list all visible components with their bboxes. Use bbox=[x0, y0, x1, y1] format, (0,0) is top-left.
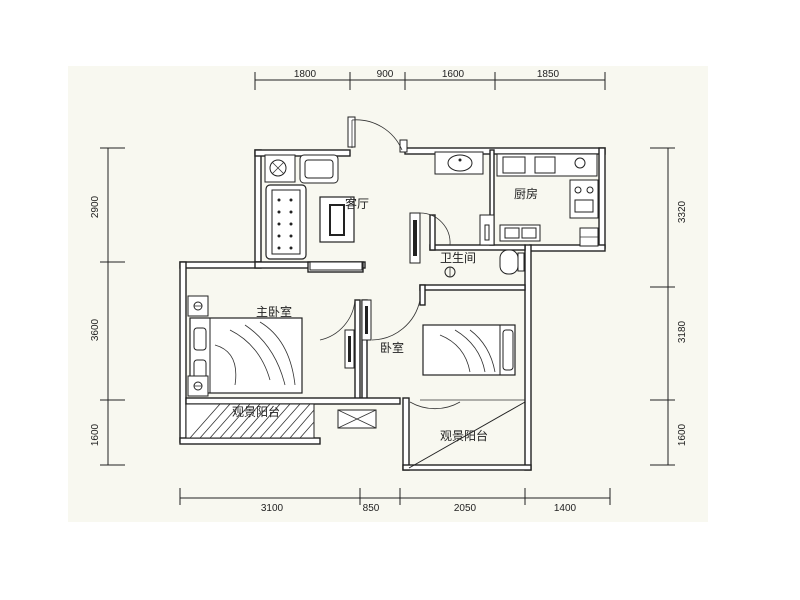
kitchen-counter bbox=[496, 153, 598, 177]
armchair-left bbox=[264, 154, 296, 183]
balcony-window bbox=[337, 409, 377, 429]
master-bed bbox=[189, 317, 303, 394]
label-kitchen: 厨房 bbox=[514, 186, 538, 201]
sofa bbox=[265, 184, 307, 260]
dim-right-2: 3180 bbox=[677, 320, 688, 343]
label-living-room: 客厅 bbox=[345, 196, 369, 211]
dim-bottom-1: 3100 bbox=[261, 503, 284, 514]
nightstand-master-top bbox=[187, 295, 209, 317]
dimension-bottom: 3100 850 2050 1400 bbox=[179, 488, 611, 514]
label-bathroom: 卫生间 bbox=[440, 251, 476, 265]
door-entrance bbox=[351, 119, 403, 151]
drawing-paper bbox=[68, 66, 708, 522]
outer-walls bbox=[179, 116, 606, 471]
dim-left-2: 3600 bbox=[90, 318, 101, 341]
label-balcony-right: 观景阳台 bbox=[440, 428, 488, 443]
kitchen-fridge bbox=[579, 227, 599, 247]
dim-left-1: 2900 bbox=[90, 195, 101, 218]
kitchen-stove bbox=[569, 179, 599, 219]
tv-cabinet bbox=[309, 261, 363, 271]
water-heater bbox=[479, 214, 495, 246]
armchair-top bbox=[299, 154, 339, 184]
dimension-top: 1800 900 1600 1850 bbox=[254, 69, 606, 90]
nightstand-master-bottom bbox=[187, 375, 209, 397]
label-bedroom: 卧室 bbox=[380, 340, 404, 355]
dim-left-3: 1600 bbox=[90, 423, 101, 446]
dim-top-4: 1850 bbox=[537, 69, 560, 80]
dimension-left: 2900 3600 1600 bbox=[90, 147, 125, 466]
label-balcony-left: 观景阳台 bbox=[232, 404, 280, 419]
dimension-right: 3320 3180 1600 bbox=[650, 147, 688, 466]
door-master-bedroom bbox=[319, 299, 356, 369]
label-master-bedroom: 主卧室 bbox=[256, 304, 292, 319]
dim-top-3: 1600 bbox=[442, 69, 465, 80]
toilet bbox=[499, 249, 525, 275]
washbasin bbox=[434, 151, 484, 175]
dim-top-2: 900 bbox=[377, 69, 394, 80]
dim-right-1: 3320 bbox=[677, 200, 688, 223]
dim-bottom-3: 2050 bbox=[454, 503, 477, 514]
bed bbox=[422, 324, 516, 376]
floor-drain bbox=[444, 266, 456, 278]
balcony-left-hatch bbox=[185, 403, 315, 439]
door-bathroom bbox=[409, 212, 451, 264]
dim-right-3: 1600 bbox=[677, 423, 688, 446]
coffee-table bbox=[319, 196, 355, 243]
dim-bottom-2: 850 bbox=[363, 503, 380, 514]
door-bedroom bbox=[361, 299, 421, 341]
kitchen-sink bbox=[499, 224, 541, 242]
door-balcony bbox=[409, 401, 461, 410]
balcony-right-edge bbox=[408, 399, 526, 469]
dim-top-1: 1800 bbox=[294, 69, 317, 80]
dim-bottom-4: 1400 bbox=[554, 503, 577, 514]
